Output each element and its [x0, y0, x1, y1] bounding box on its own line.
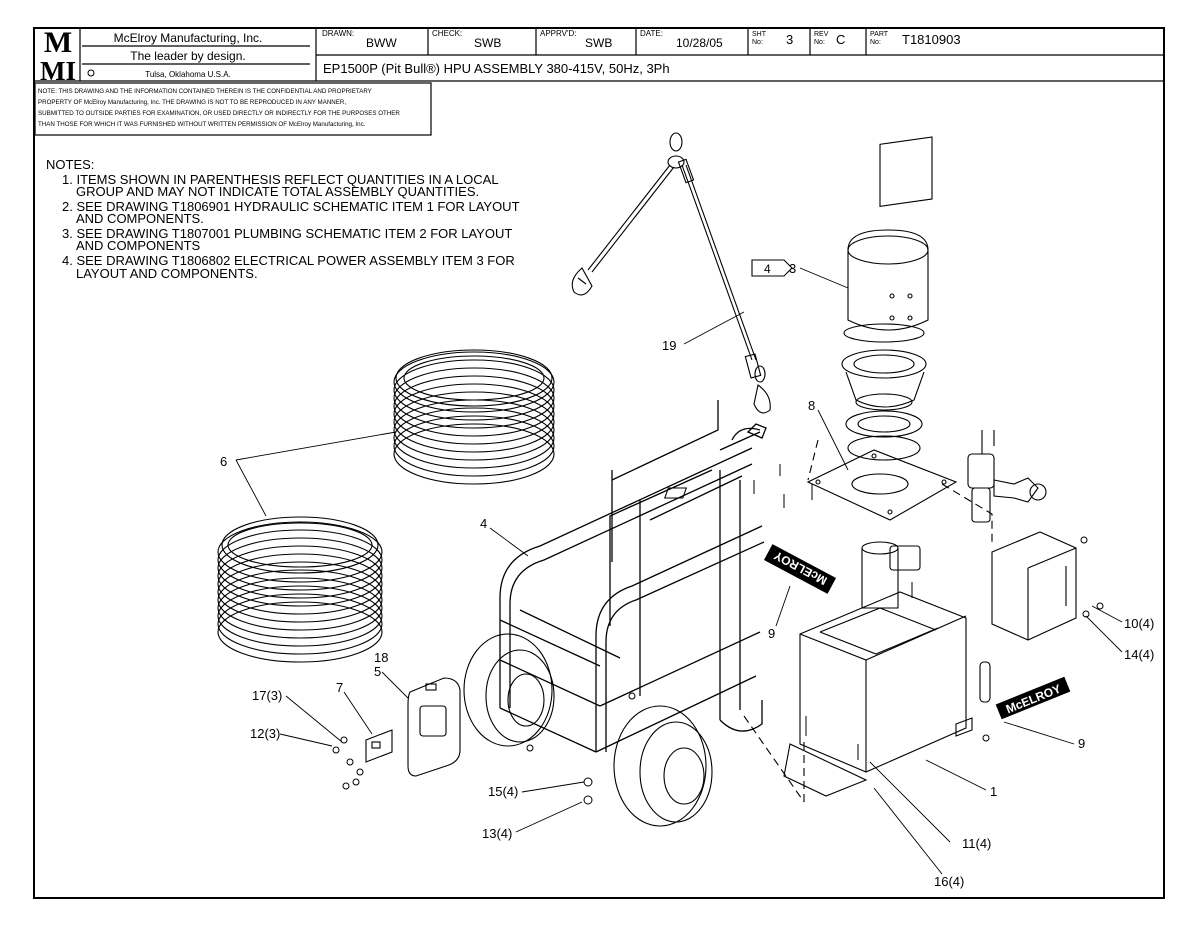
- svg-text:AND COMPONENTS.: AND COMPONENTS.: [76, 211, 204, 226]
- hose-coil-upper: [393, 349, 555, 485]
- registered-mark-icon: [87, 69, 95, 77]
- callout-item-12: 12(3): [250, 726, 280, 741]
- svg-text:PROPERTY OF McElroy Manufactur: PROPERTY OF McElroy Manufacturing, Inc. …: [38, 99, 346, 106]
- company-name: McElroy Manufacturing, Inc.: [114, 31, 263, 45]
- svg-text:AND COMPONENTS: AND COMPONENTS: [76, 238, 201, 253]
- callout-item-18: 18: [374, 650, 388, 665]
- hose-coil-lower: [217, 516, 383, 663]
- tank-decal: McELROY: [995, 676, 1071, 720]
- date-label: DATE:: [640, 29, 663, 38]
- callout-item-4: 4: [480, 516, 487, 531]
- date-value: 10/28/05: [676, 36, 723, 50]
- apprvd-value: SWB: [585, 36, 612, 50]
- drawing-border: [33, 27, 1165, 899]
- callout-item-16: 16(4): [934, 874, 964, 889]
- svg-text:4. SEE DRAWING T1806802 ELECTR: 4. SEE DRAWING T1806802 ELECTRICAL POWER…: [62, 253, 515, 268]
- filter-valve-assembly: [967, 430, 1047, 523]
- callout-item-5: 5: [374, 664, 381, 679]
- svg-text:THAN THOSE FOR WHICH IT WAS FU: THAN THOSE FOR WHICH IT WAS FURNISHED WI…: [38, 121, 366, 128]
- sht-no-label: No:: [752, 39, 763, 46]
- company-slogan: The leader by design.: [130, 49, 245, 63]
- mmi-logo: M MI: [40, 26, 76, 86]
- callout-item-3: 3: [789, 261, 796, 276]
- logo-top-text: M: [44, 26, 72, 59]
- callout-item-13: 13(4): [482, 826, 512, 841]
- part-value: T1810903: [902, 32, 961, 47]
- electrical-enclosure: [991, 531, 1077, 641]
- wheel-right: [613, 705, 713, 827]
- check-label: CHECK:: [432, 29, 462, 38]
- assembly-dash-lines: [743, 439, 993, 803]
- hydraulic-reservoir: [783, 541, 991, 797]
- svg-text:SUBMITTED TO OUTSIDE PARTIES F: SUBMITTED TO OUTSIDE PARTIES FOR EXAMINA…: [38, 110, 400, 117]
- svg-text:McELROY: McELROY: [1004, 682, 1063, 717]
- part-no-label: No:: [870, 39, 881, 46]
- title-block: [33, 27, 1165, 136]
- sht-label: SHT: [752, 31, 767, 38]
- confidential-note: NOTE: THIS DRAWING AND THE INFORMATION C…: [38, 88, 400, 128]
- lifting-sling: [571, 132, 771, 414]
- callout-item-10: 10(4): [1124, 616, 1154, 631]
- apprvd-label: APPRV'D:: [540, 29, 577, 38]
- svg-text:2. SEE DRAWING T1806901 HYDRAU: 2. SEE DRAWING T1806901 HYDRAULIC SCHEMA…: [62, 199, 520, 214]
- drawn-label: DRAWN:: [322, 29, 354, 38]
- callout-item-7: 7: [336, 680, 343, 695]
- notes: NOTES: 1. ITEMS SHOWN IN PARENTHESIS REF…: [46, 157, 520, 281]
- note-flag-icon: [751, 259, 793, 277]
- callout-item-19: 19: [662, 338, 676, 353]
- svg-text:NOTE: THIS DRAWING AND THE INF: NOTE: THIS DRAWING AND THE INFORMATION C…: [38, 88, 372, 95]
- rev-label: REV: [814, 31, 829, 38]
- logo-bottom-text: MI: [40, 56, 76, 86]
- wheel-left: [463, 633, 555, 747]
- callouts: 4 3 19 8 6 4 9 10(4) 14(4) 18 5 7 17(3) …: [220, 261, 1154, 889]
- motor-adapter: [841, 349, 927, 461]
- sht-value: 3: [786, 32, 793, 47]
- notes-heading: NOTES:: [46, 157, 94, 172]
- nameplate: [365, 729, 393, 763]
- callout-item-9-frame: 9: [768, 626, 775, 641]
- svg-text:1. ITEMS SHOWN IN PARENTHESIS: 1. ITEMS SHOWN IN PARENTHESIS REFLECT QU…: [62, 172, 499, 187]
- svg-text:GROUP AND MAY NOT INDICATE TOT: GROUP AND MAY NOT INDICATE TOTAL ASSEMBL…: [76, 184, 479, 199]
- rev-value: C: [836, 32, 845, 47]
- callout-item-8: 8: [808, 398, 815, 413]
- svg-text:3. SEE DRAWING T1807001 PLUMBI: 3. SEE DRAWING T1807001 PLUMBING SCHEMAT…: [62, 226, 512, 241]
- check-value: SWB: [474, 36, 501, 50]
- callout-item-11: 11(4): [962, 836, 991, 851]
- callout-item-6: 6: [220, 454, 227, 469]
- cart-frame: [499, 400, 767, 753]
- callout-item-14: 14(4): [1124, 647, 1154, 662]
- callout-item-17: 17(3): [252, 688, 282, 703]
- leader-lines: [235, 267, 1123, 875]
- mounting-plate: [663, 449, 958, 521]
- electric-motor: [843, 136, 933, 343]
- callout-item-15: 15(4): [488, 784, 518, 799]
- drawn-value: BWW: [366, 36, 397, 50]
- svg-text:LAYOUT AND COMPONENTS.: LAYOUT AND COMPONENTS.: [76, 266, 258, 281]
- pendant-controller: [407, 677, 461, 777]
- company-location: Tulsa, Oklahoma U.S.A.: [145, 70, 231, 79]
- rev-no-label: No:: [814, 39, 825, 46]
- callout-item-9-tank: 9: [1078, 736, 1085, 751]
- callout-flag-note: 4: [764, 262, 771, 276]
- frame-decal: McELROY: [763, 544, 837, 594]
- drawing-title: EP1500P (Pit Bull®) HPU ASSEMBLY 380-415…: [323, 61, 670, 76]
- part-label: PART: [870, 31, 889, 38]
- callout-item-1: 1: [990, 784, 997, 799]
- fasteners: [332, 464, 1104, 805]
